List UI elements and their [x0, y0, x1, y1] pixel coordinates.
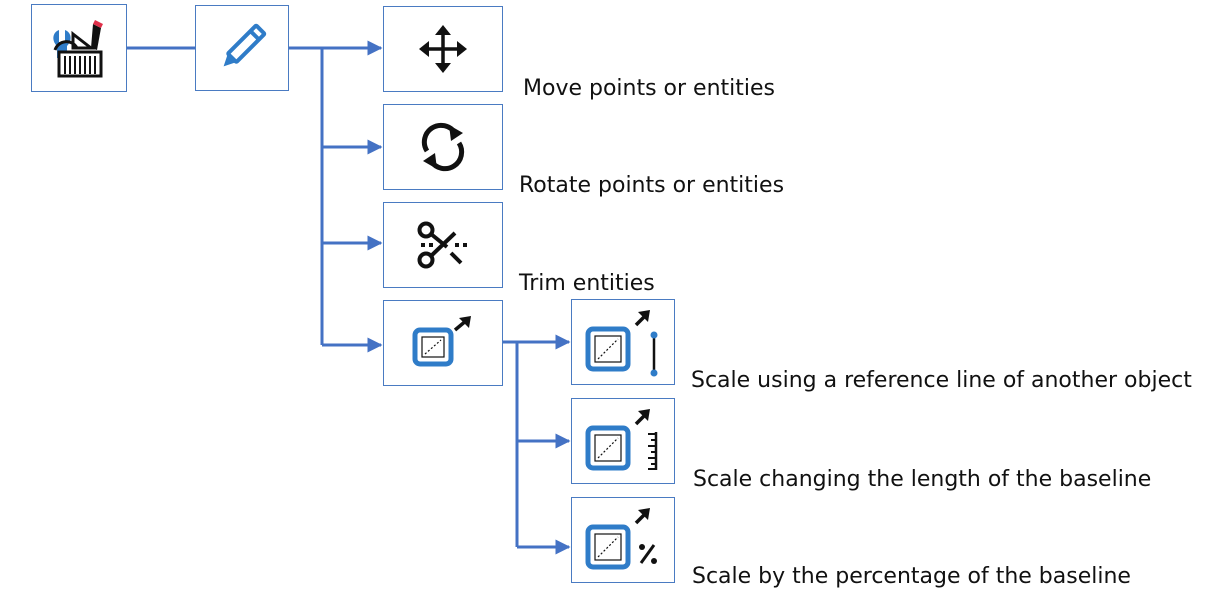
trim-node[interactable] — [383, 202, 503, 288]
scale-ruler-icon — [584, 406, 662, 476]
move-node[interactable] — [383, 6, 503, 92]
scale-length-label: Scale changing the length of the baselin… — [693, 467, 1152, 492]
pencil-icon — [212, 18, 272, 78]
scale-reference-node[interactable] — [571, 299, 675, 385]
rotate-label: Rotate points or entities — [519, 173, 785, 198]
scale-icon — [411, 316, 475, 370]
scale-length-node[interactable] — [571, 398, 675, 484]
scissors-icon — [415, 219, 471, 271]
scale-percent-icon — [584, 505, 662, 575]
trim-label: Trim entities — [519, 271, 655, 296]
rotate-node[interactable] — [383, 104, 503, 190]
move-label: Move points or entities — [523, 76, 776, 101]
move-arrows-icon — [417, 23, 469, 75]
scale-node[interactable] — [383, 300, 503, 386]
toolbox-icon — [47, 16, 111, 80]
scale-percent-node[interactable] — [571, 497, 675, 583]
scale-percent-label: Scale by the percentage of the baseline — [692, 564, 1131, 589]
toolbox-node[interactable] — [31, 4, 127, 92]
scale-reference-line-icon — [584, 307, 662, 377]
edit-node[interactable] — [195, 5, 289, 91]
scale-reference-label: Scale using a reference line of another … — [691, 368, 1192, 393]
rotate-icon — [417, 121, 469, 173]
